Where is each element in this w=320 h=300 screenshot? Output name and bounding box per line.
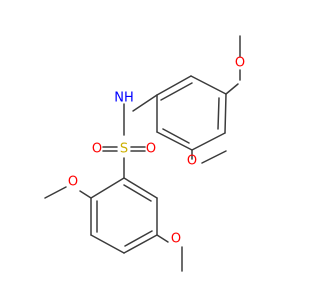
bond bbox=[156, 234, 169, 243]
oxygen-label-right-mid: O bbox=[187, 154, 197, 169]
bond bbox=[123, 184, 152, 202]
bond bbox=[160, 82, 193, 101]
sulfur-label: S bbox=[120, 142, 128, 157]
bond bbox=[201, 150, 227, 164]
bond bbox=[156, 131, 193, 151]
bond bbox=[123, 234, 158, 254]
bond bbox=[90, 234, 125, 254]
bond bbox=[225, 83, 239, 95]
oxygen-label-left-mid: O bbox=[68, 175, 78, 190]
lower-benzene-ring bbox=[90, 177, 158, 254]
bond bbox=[123, 177, 158, 199]
bond bbox=[217, 97, 220, 130]
bond bbox=[156, 75, 192, 96]
bond bbox=[124, 230, 153, 247]
molecule-structure: O NH S O O O O O bbox=[44, 35, 245, 272]
bond bbox=[79, 190, 92, 199]
bond bbox=[44, 186, 67, 199]
oxygen-label-sulfonyl-left: O bbox=[92, 142, 102, 157]
upper-benzene-ring bbox=[156, 75, 227, 151]
bond bbox=[132, 94, 158, 112]
molecule-diagram: O NH S O O O O O bbox=[44, 35, 246, 272]
oxygen-label-bottom: O bbox=[171, 232, 181, 247]
bond bbox=[224, 93, 227, 134]
oxygen-label-sulfonyl-right: O bbox=[146, 142, 156, 157]
oxygen-label-top: O bbox=[235, 56, 245, 71]
bond bbox=[162, 128, 190, 144]
bond bbox=[190, 75, 227, 95]
bond bbox=[90, 177, 125, 199]
nitrogen-label: NH bbox=[114, 91, 134, 106]
bond bbox=[191, 132, 226, 151]
